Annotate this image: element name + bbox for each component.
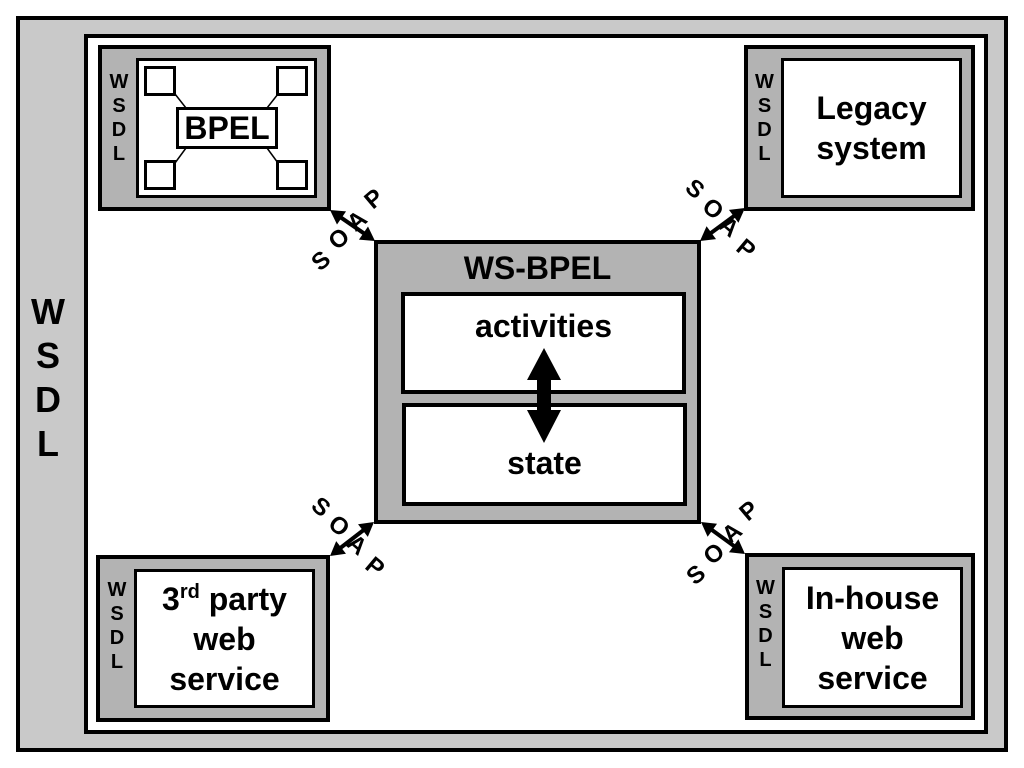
label-line: In-house <box>805 579 940 616</box>
label-line: web <box>193 620 256 657</box>
bpel-process-box: BPEL <box>176 107 278 149</box>
service-in-house-wsdl: W S D L <box>749 576 782 672</box>
partner-square <box>144 66 176 96</box>
label-line: service <box>169 660 280 697</box>
partner-square <box>144 160 176 190</box>
service-third-party-label: 3rd party web service <box>134 569 315 708</box>
label-line: Legacy <box>816 90 927 126</box>
partner-square <box>276 66 308 96</box>
wsdl-letter: W <box>107 579 127 601</box>
label-line: web <box>841 619 904 656</box>
ws-bpel-title: WS-BPEL <box>463 250 612 286</box>
wsdl-letter: S <box>757 95 772 117</box>
wsdl-letter: D <box>111 119 127 141</box>
service-bpel-wsdl: W S D L <box>102 70 136 166</box>
service-legacy-label: Legacy system <box>781 58 962 198</box>
wsdl-letter: D <box>35 379 61 420</box>
wsdl-letter: L <box>112 143 126 165</box>
state-label: state <box>507 445 582 481</box>
label-text: 3 <box>162 580 180 617</box>
outer-wsdl-label: W S D L <box>20 290 76 466</box>
activities-label: activities <box>475 308 612 344</box>
service-in-house-label: In-house web service <box>782 567 963 708</box>
state-box: state <box>402 403 687 506</box>
service-legacy-wsdl: W S D L <box>748 70 781 166</box>
label-line: service <box>817 659 928 696</box>
wsdl-letter: L <box>758 143 771 165</box>
label-line: system <box>816 130 927 166</box>
wsdl-letter: S <box>112 95 126 117</box>
wsdl-letter: S <box>35 335 60 376</box>
wsdl-letter: L <box>110 651 124 673</box>
wsdl-letter: W <box>756 577 775 599</box>
wsdl-letter: D <box>109 627 125 649</box>
partner-square <box>276 160 308 190</box>
wsdl-letter: W <box>755 71 774 93</box>
service-third-party-wsdl: W S D L <box>100 578 134 674</box>
wsdl-letter: S <box>110 603 124 625</box>
wsdl-letter: W <box>31 291 65 332</box>
wsdl-letter: L <box>759 649 772 671</box>
wsdl-letter: D <box>758 625 773 647</box>
label-superscript: rd <box>179 580 200 603</box>
wsdl-letter: W <box>109 71 129 93</box>
wsdl-letter: L <box>37 423 59 464</box>
activities-box: activities <box>401 292 686 394</box>
wsdl-letter: S <box>758 601 773 623</box>
wsdl-letter: D <box>757 119 772 141</box>
label-line: 3rd party <box>162 579 287 619</box>
label-text: party <box>199 580 287 617</box>
